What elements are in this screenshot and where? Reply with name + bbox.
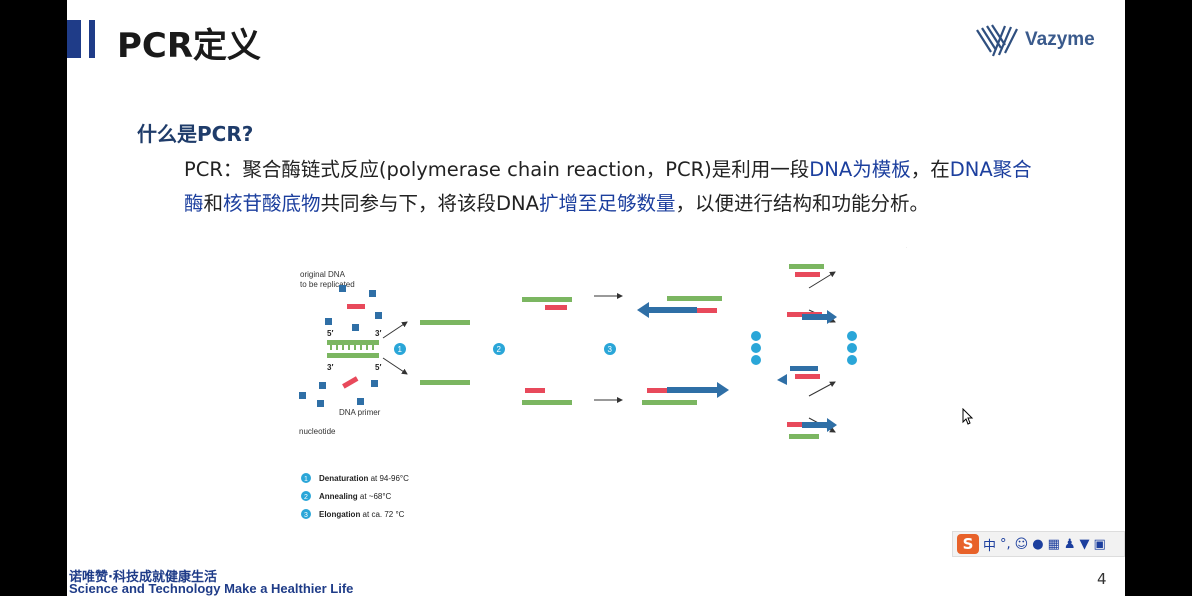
annealed-strands [522,297,572,405]
legend-item-2: 2 Annealing at ~68°C [301,491,392,501]
step-circle-3: 3 [604,343,616,355]
legend-item-1: 1 Denaturation at 94-96°C [301,473,409,483]
skin-icon[interactable]: ▼ [1079,536,1090,552]
user-icon[interactable]: ♟ [1063,536,1076,552]
title-accent-bar-thin [89,20,95,58]
para-text-3: 和 [203,192,224,215]
mouse-cursor-icon [962,408,974,425]
label-5prime: 5′ [327,329,333,338]
denatured-strands [420,320,470,385]
right-letterbox [1125,0,1192,596]
footer-slogan-en: Science and Technology Make a Healthier … [69,581,354,596]
title-accent-bar [67,20,81,58]
microphone-icon[interactable]: ● [1032,536,1044,552]
para-text-4: 共同参与下，将该段DNA [320,192,539,215]
step-circle-1: 1 [394,343,406,355]
svg-text:1: 1 [398,345,403,354]
original-dna-strands [327,340,379,358]
step-circle-2: 2 [493,343,505,355]
label-3prime: 3′ [327,363,333,372]
ime-mode-toggle[interactable]: 中 [983,538,997,554]
svg-text:Elongation at ca. 72 °C: Elongation at ca. 72 °C [319,510,405,519]
product-strands [777,264,837,439]
legend-item-3: 3 Elongation at ca. 72 °C [301,509,405,519]
slide: PCR定义 Vazyme 什么是PCR? PCR：聚合酶链式反应(polymer… [67,0,1125,596]
svg-text:2: 2 [497,345,502,354]
vazyme-logo-icon [976,24,1018,57]
sogou-logo-icon[interactable]: S [957,534,979,554]
para-highlight-template: DNA为模板 [809,158,911,181]
para-highlight-polymerase: DNA聚合酶 [184,158,1032,215]
footer-slogan-cn: 诺唯赞·科技成就健康生活 [69,570,217,585]
keyboard-icon[interactable]: ▦ [1047,536,1060,552]
pcr-diagram: original DNA to be replicated 5′ 3′ 3′ 5… [299,247,907,519]
step-circles-repeat [751,331,857,365]
page-number: 4 [1097,570,1107,588]
para-text-2: ，在 [910,158,950,181]
label-5prime: 5′ [375,363,381,372]
para-text-5: ，以便进行结构和功能分析。 [675,192,930,215]
primer-shapes [342,304,365,389]
question-heading: 什么是PCR? [137,122,254,146]
svg-text:Denaturation at 94-96°C: Denaturation at 94-96°C [319,474,409,483]
para-text-1: PCR：聚合酶链式反应(polymerase chain reaction，PC… [184,158,810,181]
para-highlight-amplify: 扩增至足够数量 [539,192,676,215]
brand-name: Vazyme [1025,29,1095,50]
slide-title: PCR定义 [117,26,262,66]
ime-toolbar[interactable]: S 中 °, ☺ ● ▦ ♟ ▼ ▣ [952,531,1125,557]
original-dna-label: original DNA [300,270,346,279]
definition-paragraph: PCR：聚合酶链式反应(polymerase chain reaction，PC… [184,153,1044,221]
svg-text:2: 2 [304,494,308,501]
toolbox-icon[interactable]: ▣ [1093,536,1106,552]
para-highlight-nucleotide: 核苷酸底物 [223,192,321,215]
label-3prime: 3′ [375,329,381,338]
svg-text:1: 1 [304,476,308,483]
svg-text:3: 3 [304,512,308,519]
nucleotide-shapes [299,285,382,407]
svg-text:Annealing at ~68°C: Annealing at ~68°C [319,492,392,501]
primer-label: DNA primer [339,408,381,417]
original-dna-label-2: to be replicated [300,280,355,289]
ime-punct-toggle[interactable]: °, [1000,536,1011,552]
left-letterbox [0,0,67,596]
elongated-strands [637,296,729,405]
svg-text:3: 3 [608,345,613,354]
emoji-icon[interactable]: ☺ [1014,536,1029,552]
nucleotide-label: nucleotide [299,427,336,436]
